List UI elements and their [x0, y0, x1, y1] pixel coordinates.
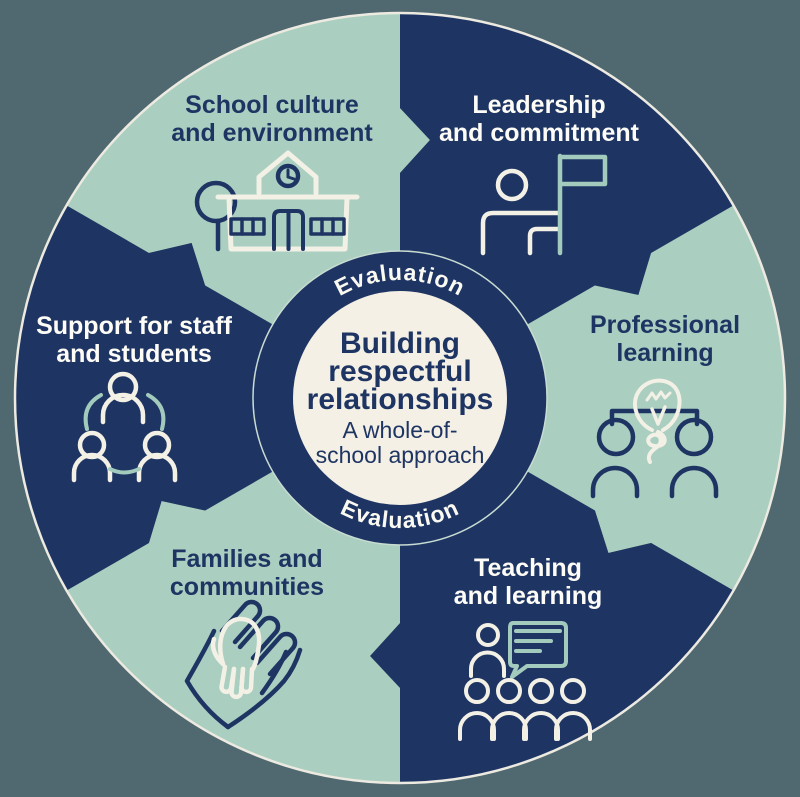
- connecting-arc-left: [83, 393, 103, 431]
- window-left-panes: [240, 217, 255, 236]
- school-building-icon: [194, 150, 360, 252]
- label-line: Families and: [171, 545, 322, 573]
- child-finger: [219, 664, 237, 695]
- title-line: Building: [340, 327, 460, 360]
- student-shoulders: [554, 711, 592, 741]
- label-line: Leadership: [472, 91, 605, 119]
- student-head: [464, 678, 490, 704]
- window-right-panes: [320, 217, 335, 236]
- adult-hand-edge: [225, 647, 303, 730]
- label-line: and environment: [171, 119, 373, 147]
- wheel-outer-outline: [13, 11, 787, 785]
- person-top-shoulders: [100, 392, 146, 425]
- label-line: Teaching: [474, 554, 582, 582]
- teacher-head: [476, 623, 500, 647]
- bubble-outline: [508, 621, 568, 679]
- student-head: [496, 678, 522, 704]
- person-right-shoulders: [669, 465, 719, 499]
- segment-teaching-and-learning: [370, 470, 734, 783]
- adult-finger: [254, 631, 298, 677]
- label-line: and commitment: [439, 119, 640, 147]
- student-head: [560, 678, 586, 704]
- evaluation-ring: Evaluation Evaluation: [252, 250, 548, 546]
- segment-support-for-staff-and-students: [15, 205, 275, 591]
- person-arm: [527, 226, 561, 256]
- person-with-flag-icon: [480, 153, 608, 256]
- child-hand: [210, 616, 262, 700]
- two-people-lightbulb-icon: [590, 378, 719, 499]
- person-right-head: [674, 417, 714, 457]
- clock-icon: [275, 163, 301, 189]
- label-line: Support for staff: [36, 312, 232, 340]
- teacher-class-speech-bubble-icon: [458, 621, 592, 741]
- three-people-circle-icon: [71, 371, 178, 483]
- label-line: and learning: [454, 582, 603, 610]
- connecting-arc-right: [146, 393, 166, 431]
- clock-face: [275, 163, 301, 189]
- bulb-coil-base: [646, 430, 667, 464]
- child-thumb: [210, 636, 226, 667]
- adult-hand-wrist: [184, 628, 231, 730]
- label-line: Professional: [590, 311, 740, 339]
- bulb-filament: [650, 405, 667, 426]
- segment-families-and-communities: [66, 470, 400, 783]
- diagram-subtitle: A whole-of-school approach: [316, 417, 485, 468]
- bubble-text-lines: [514, 629, 562, 653]
- subtitle-line: A whole-of-: [342, 417, 457, 443]
- centre-circle: [293, 291, 507, 505]
- window-left: [229, 217, 266, 236]
- label-line: learning: [616, 339, 713, 367]
- school-windows: [229, 217, 346, 236]
- bulb-outline: [633, 378, 682, 432]
- adult-thumb: [259, 649, 289, 696]
- flag-icon: [557, 153, 608, 256]
- person-head: [495, 168, 529, 202]
- adult-hand: [184, 599, 303, 730]
- person-left-head: [596, 417, 636, 457]
- window-right: [309, 217, 346, 236]
- lightbulb-icon: [633, 378, 682, 464]
- label-line: School culture: [185, 91, 359, 119]
- tree-icon: [194, 180, 238, 252]
- person-body: [480, 210, 561, 256]
- teacher-shoulders: [469, 650, 506, 678]
- child-finger: [229, 666, 246, 700]
- person-left-shoulders: [590, 465, 640, 499]
- connecting-arc-bottom: [108, 467, 141, 475]
- students-row: [458, 678, 592, 741]
- bulb-scribble: [645, 390, 672, 402]
- adult-finger: [219, 599, 263, 645]
- child-palm: [218, 616, 262, 672]
- subtitle-line: school approach: [316, 442, 485, 468]
- title-line: respectful: [328, 355, 471, 388]
- title-line: relationships: [307, 383, 494, 416]
- label-line: communities: [170, 573, 324, 601]
- student-head: [528, 678, 554, 704]
- person-top-head: [107, 371, 139, 403]
- adult-finger: [237, 615, 281, 661]
- clock-hands: [286, 168, 296, 181]
- holding-hands-icon: [184, 599, 303, 730]
- school-door: [272, 209, 305, 251]
- speech-bubble-icon: [508, 621, 568, 679]
- label-line: and students: [56, 340, 212, 368]
